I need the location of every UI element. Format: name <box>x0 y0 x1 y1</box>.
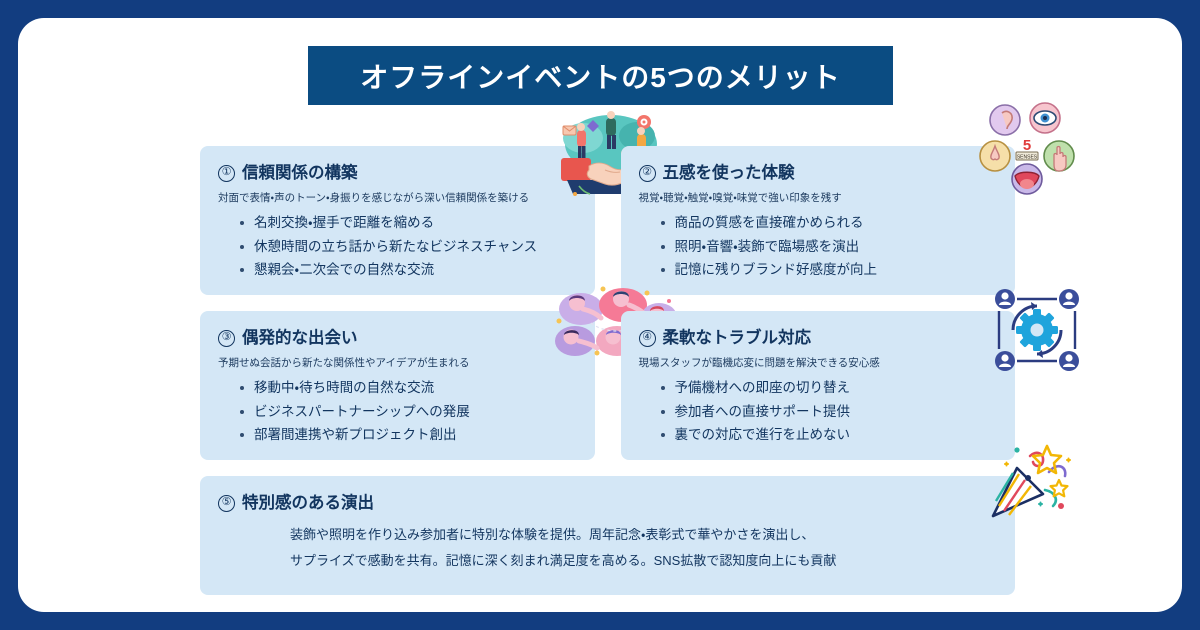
card-2-heading: ② 五感を使った体験 <box>638 164 996 182</box>
card-2-heading-text: 五感を使った体験 <box>662 164 795 182</box>
benefit-card-5: ⑤ 特別感のある演出 装飾や照明を作り込み参加者に特別な体験を提供。周年記念・表… <box>200 444 1071 595</box>
benefit-card-3: ③ 偶発的な出会い 予期せぬ会話から新たな関係性やアイデアが生まれる 移動中・待… <box>200 286 677 461</box>
list-item: 裏での対応で進行を止めない <box>660 423 996 446</box>
card-1-heading-text: 信頼関係の構築 <box>242 164 358 182</box>
card-4-number: ④ <box>638 329 656 347</box>
benefit-card-2: ② 五感を使った体験 視覚・聴覚・触覚・嗅覚・味覚で強い印象を残す 商品の質感を… <box>620 102 1075 296</box>
card-2-number: ② <box>638 164 656 182</box>
card-1-subtitle: 対面で表情・声のトーン・身振りを感じながら深い信頼関係を築ける <box>218 192 530 205</box>
list-item: 懇親会・二次会での自然な交流 <box>240 258 575 281</box>
card-1-list: 名刺交換・握手で距離を縮める 休憩時間の立ち話から新たなビジネスチャンス 懇親会… <box>218 211 575 281</box>
card-5-number: ⑤ <box>218 494 235 512</box>
list-item: 移動中・待ち時間の自然な交流 <box>240 376 575 399</box>
list-item: 商品の質感を直接確かめられる <box>660 211 996 234</box>
card-4-list: 予備機材への即座の切り替え 参加者への直接サポート提供 裏での対応で進行を止めな… <box>639 376 996 446</box>
card-4-heading: ④ 柔軟なトラブル対応 <box>638 329 996 348</box>
card-3-heading: ③ 偶発的な出会い <box>218 329 575 347</box>
card-4-heading-text: 柔軟なトラブル対応 <box>662 329 812 348</box>
list-item: 休憩時間の立ち話から新たなビジネスチャンス <box>240 235 575 258</box>
benefit-card-grid: ① 信頼関係の構築 対面で表情・声のトーン・身振りを感じながら深い信頼関係を築け… <box>200 102 1079 611</box>
card-3-number: ③ <box>218 329 235 347</box>
list-item: 名刺交換・握手で距離を縮める <box>240 211 575 234</box>
card-3-heading-text: 偶発的な出会い <box>242 329 358 348</box>
page-title-bar: オフラインイベントの5つのメリット <box>308 46 893 105</box>
list-item: 記憶に残りブランド好感度が向上 <box>660 258 996 281</box>
list-item: ビジネスパートナーシップへの発展 <box>240 400 575 423</box>
card-1-heading: ① 信頼関係の構築 <box>218 164 575 182</box>
svg-text:5: 5 <box>1023 137 1031 154</box>
gear-team-illustration-icon <box>995 289 1079 372</box>
list-item: 部署間連携や新プロジェクト創出 <box>240 423 575 446</box>
page-title: オフラインイベントの5つのメリット <box>360 61 841 93</box>
card-3-list: 移動中・待ち時間の自然な交流 ビジネスパートナーシップへの発展 部署間連携や新プ… <box>218 376 575 446</box>
list-item: 参加者への直接サポート提供 <box>660 400 996 423</box>
card-row-3: ⑤ 特別感のある演出 装飾や照明を作り込み参加者に特別な体験を提供。周年記念・表… <box>200 444 1071 595</box>
card-2-list: 商品の質感を直接確かめられる 照明・音響・装飾で臨場感を演出 記憶に残りブランド… <box>639 211 996 281</box>
benefit-card-4: ④ 柔軟なトラブル対応 現場スタッフが臨機応変に問題を解決できる安心感 予備機材… <box>620 289 1079 461</box>
card-2-subtitle: 視覚・聴覚・触覚・嗅覚・味覚で強い印象を残す <box>638 192 842 205</box>
card-5-body-line-2: サプライズで感動を共有。記憶に深く刻まれ満足度を高める。SNS拡散で認知度向上に… <box>290 552 837 568</box>
card-1-number: ① <box>218 164 235 182</box>
card-row-2: ③ 偶発的な出会い 予期せぬ会話から新たな関係性やアイデアが生まれる 移動中・待… <box>200 286 1079 461</box>
card-5-body-line-1: 装飾や照明を作り込み参加者に特別な体験を提供。周年記念・表彰式で華やかさを演出し… <box>290 527 815 543</box>
card-5-heading: ⑤ 特別感のある演出 <box>218 494 995 512</box>
card-4-subtitle: 現場スタッフが臨機応変に問題を解決できる安心感 <box>638 357 880 370</box>
poster-panel: オフラインイベントの5つのメリット ① 信頼関係の構築 対面で表情・声のトーン・… <box>18 18 1182 612</box>
benefit-card-1: ① 信頼関係の構築 対面で表情・声のトーン・身振りを感じながら深い信頼関係を築け… <box>200 111 659 296</box>
svg-text:SENSES: SENSES <box>1017 155 1038 161</box>
list-item: 予備機材への即座の切り替え <box>660 376 996 399</box>
card-3-subtitle: 予期せぬ会話から新たな関係性やアイデアが生まれる <box>218 357 470 370</box>
card-5-heading-text: 特別感のある演出 <box>242 494 374 513</box>
list-item: 照明・音響・装飾で臨場感を演出 <box>660 235 996 258</box>
card-row-1: ① 信頼関係の構築 対面で表情・声のトーン・身振りを感じながら深い信頼関係を築け… <box>200 102 1075 296</box>
card-5-body: 装飾や照明を作り込み参加者に特別な体験を提供。周年記念・表彰式で華やかさを演出し… <box>290 522 995 573</box>
